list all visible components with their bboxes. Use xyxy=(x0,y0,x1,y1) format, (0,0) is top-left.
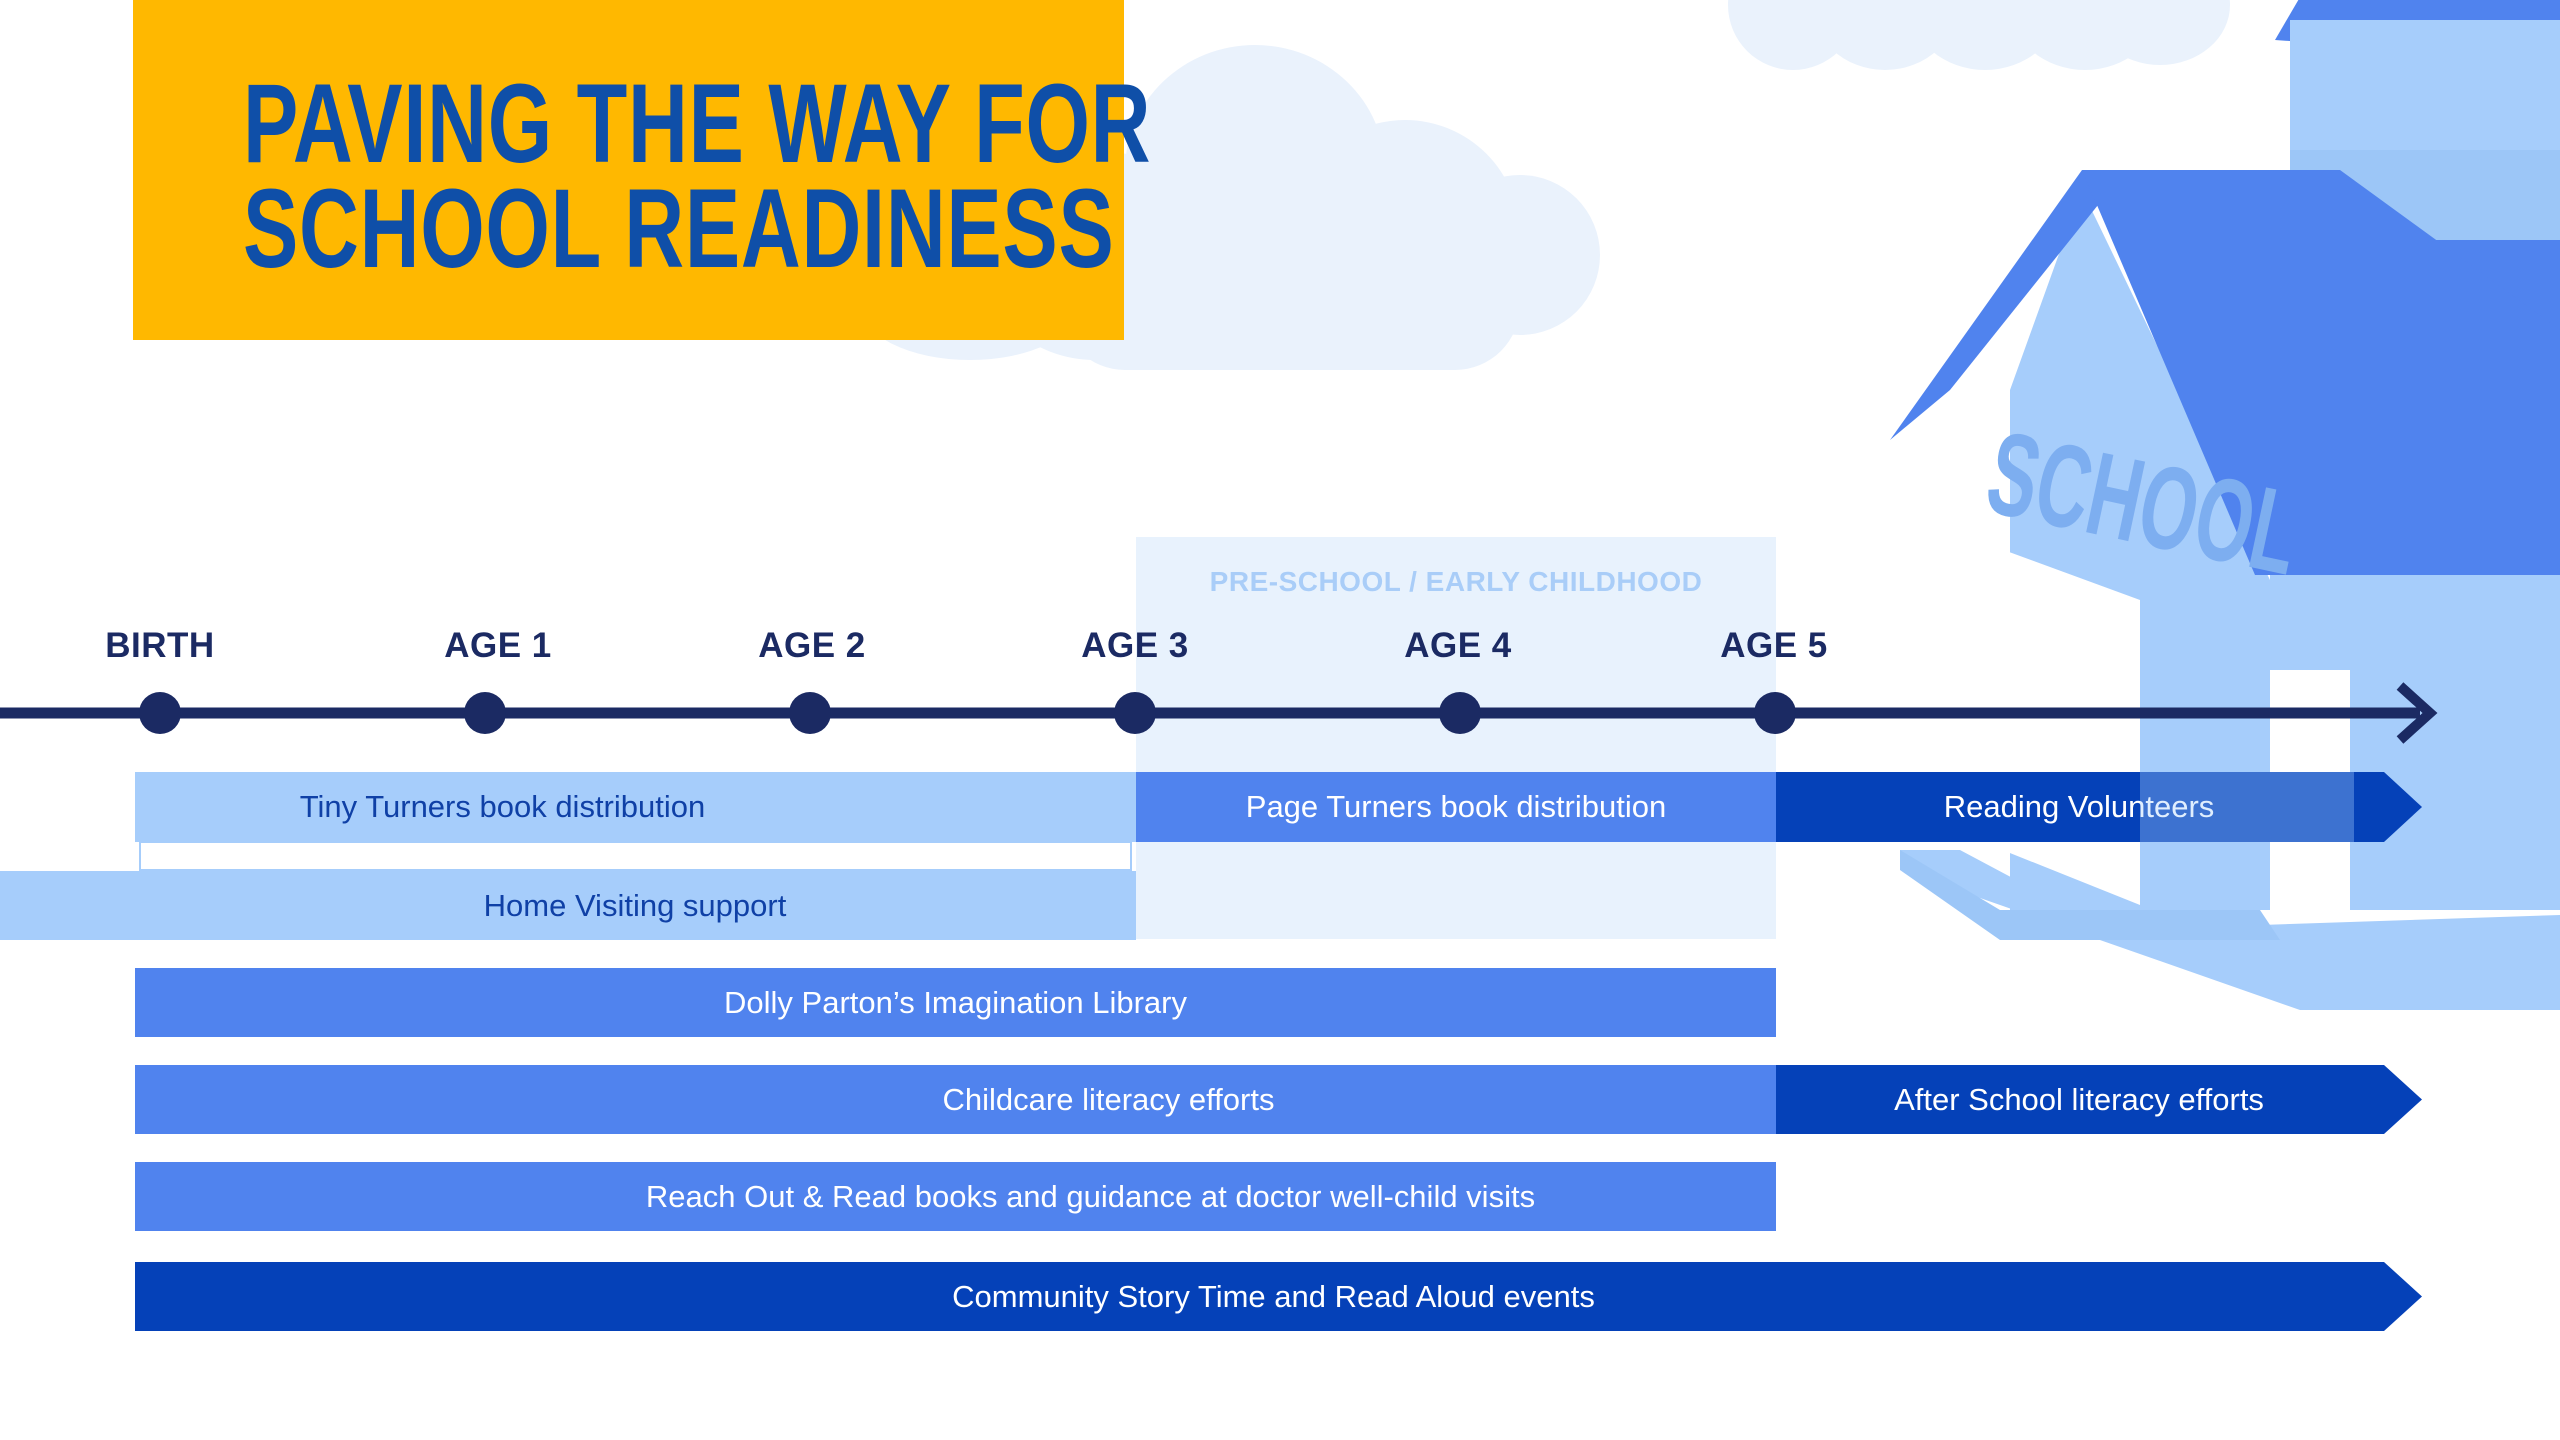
bar-divider xyxy=(139,841,1132,871)
page-title-line-2: SCHOOL READINESS xyxy=(243,166,1115,291)
milestone-label-age-5: AGE 5 xyxy=(1720,626,1828,665)
bar-label-reading-volunteers: Reading Volunteers xyxy=(1943,789,2215,824)
school-roof-main xyxy=(2082,170,2560,575)
bar-label-reach-out-read: Reach Out & Read books and guidance at d… xyxy=(645,1178,1536,1214)
bar-label-tiny-turners: Tiny Turners book distribution xyxy=(299,789,706,824)
title-banner: PAVING THE WAY FOR SCHOOL READINESS xyxy=(133,0,1151,340)
timeline-arrowhead xyxy=(2396,682,2438,744)
bar-label-community-story-time: Community Story Time and Read Aloud even… xyxy=(952,1278,1595,1314)
bar-label-dolly-parton: Dolly Parton’s Imagination Library xyxy=(724,984,1187,1020)
milestone-dot-age-4 xyxy=(1439,692,1481,734)
bar-childcare: Childcare literacy efforts xyxy=(135,1065,1776,1134)
milestone-label-age-3: AGE 3 xyxy=(1081,626,1189,665)
milestone-label-age-1: AGE 1 xyxy=(444,626,552,665)
milestone-label-age-2: AGE 2 xyxy=(758,626,866,665)
milestone-dot-age-1 xyxy=(464,692,506,734)
school-building-illustration: SCHOOL xyxy=(1890,0,2560,1010)
bar-label-after-school: After School literacy efforts xyxy=(1894,1081,2264,1117)
preschool-band xyxy=(1136,537,1776,939)
bar-label-childcare: Childcare literacy efforts xyxy=(942,1081,1275,1117)
bar-after-school: After School literacy efforts xyxy=(1776,1065,2422,1134)
bar-tiny-turners: Tiny Turners book distribution xyxy=(135,772,1136,842)
bar-dolly-parton: Dolly Parton’s Imagination Library xyxy=(135,968,1776,1037)
bar-community-story-time: Community Story Time and Read Aloud even… xyxy=(135,1262,2422,1331)
school-roof-left xyxy=(1890,170,2110,440)
milestone-label-birth: BIRTH xyxy=(105,626,215,665)
bar-label-page-turners: Page Turners book distribution xyxy=(1245,789,1667,824)
milestone-label-age-4: AGE 4 xyxy=(1404,626,1512,665)
bar-reading-volunteers: Reading Volunteers xyxy=(1776,772,2422,842)
milestone-dot-age-2 xyxy=(789,692,831,734)
preschool-label: PRE-SCHOOL / EARLY CHILDHOOD xyxy=(1209,566,1703,597)
milestone-dot-birth xyxy=(139,692,181,734)
bar-label-home-visiting: Home Visiting support xyxy=(483,887,787,923)
milestone-dot-age-3 xyxy=(1114,692,1156,734)
timeline-axis xyxy=(0,682,2438,744)
bar-home-visiting: Home Visiting support xyxy=(0,871,1136,940)
milestone-dot-age-5 xyxy=(1754,692,1796,734)
bar-page-turners: Page Turners book distribution xyxy=(1136,772,1776,842)
school-wall-overlay xyxy=(2140,772,2354,842)
page-title-line-1: PAVING THE WAY FOR xyxy=(243,61,1152,186)
school-side-wall xyxy=(2270,575,2560,670)
bar-reach-out-read: Reach Out & Read books and guidance at d… xyxy=(135,1162,1776,1231)
